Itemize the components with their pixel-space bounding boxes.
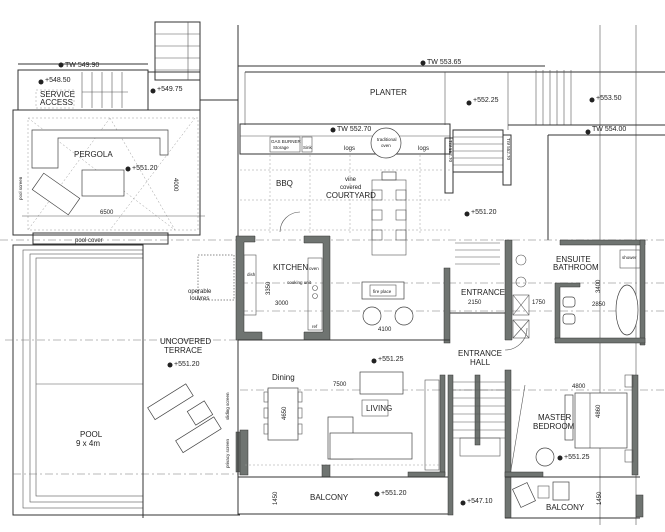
label-logs-left: logs (344, 146, 355, 152)
room-label-courtyard-3: COURTYARD (326, 191, 376, 200)
room-label-courtyard-2: covered (340, 185, 361, 191)
ensuite-bathroom (504, 239, 646, 346)
dim-bedroom-width: 4800 (572, 384, 586, 390)
fireplace (361, 281, 414, 326)
room-label-entrance-hall-2: HALL (470, 358, 491, 367)
level-552-25: +552.25 (473, 97, 499, 104)
room-label-kitchen: KITCHEN (273, 263, 308, 272)
room-label-pool-size: 9 x 4m (76, 439, 100, 448)
dim-bath-2850: 2850 (592, 302, 606, 308)
label-traditional-oven: traditional (377, 137, 397, 142)
level-tw-552-70: TW 552.70 (337, 126, 371, 133)
kitchen (235, 211, 331, 341)
room-label-ensuite-2: BATHROOM (553, 263, 599, 272)
room-label-pergola: PERGOLA (74, 150, 113, 159)
label-fire-place: fire place (373, 289, 392, 294)
label-logs-right: logs (418, 146, 429, 152)
room-label-balcony-left: BALCONY (310, 493, 349, 502)
label-oven: oven (309, 266, 319, 271)
note-privacy-screen: privacy screen (225, 438, 230, 468)
entrance (443, 242, 528, 351)
dim-balcony-right: 1450 (597, 491, 603, 505)
label-gas-burner-storage: Storage (273, 145, 289, 150)
level-548-50: +548.50 (45, 77, 71, 84)
level-terrace: +551.20 (174, 361, 200, 368)
room-label-uncovered-terrace-2: TERRACE (164, 346, 202, 355)
master-bedroom (504, 369, 639, 519)
dim-balcony-left: 1450 (273, 491, 279, 505)
dim-courtyard-width: 4100 (378, 327, 392, 333)
level-tw-553-65: TW 553.65 (427, 59, 461, 66)
dim-living-width: 7500 (333, 382, 347, 388)
pergola-area (12, 109, 205, 245)
label-cooking-unit: cooking unit (287, 280, 312, 285)
room-label-master-bedroom: MASTER (538, 413, 572, 422)
room-label-dining: Dining (272, 373, 295, 382)
courtyard-grid (240, 155, 450, 256)
label-ref: ref (312, 324, 318, 329)
courtyard-entry-stair (444, 129, 512, 194)
room-label-planter: PLANTER (370, 88, 407, 97)
dim-kitchen-width: 3000 (275, 301, 289, 307)
service-access-area (17, 63, 238, 111)
main-stair (447, 374, 505, 516)
operable-louvres (197, 254, 235, 301)
dim-bath-3400: 3400 (596, 279, 602, 293)
balconies (238, 476, 644, 519)
label-operable-louvres-2: louvres (190, 296, 209, 302)
room-label-pool: POOL (80, 430, 103, 439)
room-label-living: LIVING (366, 404, 392, 413)
level-tw-552-70-v1: TW 552.70 (448, 140, 453, 163)
dim-pergola-depth: 4000 (172, 178, 178, 192)
note-sliding-screen: sliding screen (225, 392, 230, 420)
label-gas-burner: GAS BURNER (271, 139, 302, 144)
label-shower: shower (622, 255, 637, 260)
pool-area (5, 244, 240, 518)
dim-bath-1750: 1750 (532, 300, 546, 306)
level-tw-554-00: TW 554.00 (592, 126, 626, 133)
top-stair (154, 21, 201, 81)
room-label-entrance-hall: ENTRANCE (458, 349, 502, 358)
level-balcony: +551.20 (381, 490, 407, 497)
label-traditional-oven-2: oven (381, 143, 391, 148)
label-dishwasher: dish (247, 272, 256, 277)
room-label-service-access-2: ACCESS (40, 98, 73, 107)
level-living: +551.25 (378, 356, 404, 363)
upper-right-stair (508, 70, 665, 240)
dim-bedroom-depth: 4860 (596, 404, 602, 418)
dim-entrance-width: 2150 (468, 300, 482, 306)
room-label-service-access: SERVICE (40, 90, 75, 99)
room-label-uncovered-terrace: UNCOVERED (160, 337, 211, 346)
room-label-bbq: BBQ (276, 179, 293, 188)
sun-loungers (147, 383, 222, 454)
level-547-10: +547.10 (467, 498, 493, 505)
level-bedroom: +551.25 (564, 454, 590, 461)
label-sink: Sink (303, 145, 313, 150)
room-label-ensuite: ENSUITE (556, 255, 591, 264)
label-operable-louvres: operable (188, 289, 212, 295)
room-label-entrance: ENTRANCE (461, 288, 505, 297)
level-tw-552-70-v2: TW 552.70 (506, 138, 511, 161)
dim-dining-depth: 4650 (282, 406, 288, 420)
planter-area (237, 25, 665, 525)
room-label-balcony-right: BALCONY (546, 503, 585, 512)
level-549-75: +549.75 (157, 86, 183, 93)
label-pool-cover: pool cover (75, 238, 103, 244)
bbq-counter (239, 123, 451, 159)
level-tw-549-90: TW 549.90 (65, 62, 99, 69)
level-553-50: +553.50 (596, 95, 622, 102)
room-label-master-bedroom-2: BEDROOM (533, 422, 575, 431)
dim-kitchen-depth: 3350 (266, 281, 272, 295)
level-551-20-entry: +551.20 (471, 209, 497, 216)
note-pool-screen: pool screen (18, 176, 23, 200)
level-pergola: +551.20 (132, 165, 158, 172)
dim-pergola-width: 6500 (100, 210, 114, 216)
room-label-courtyard-1: vine (345, 177, 357, 183)
living-dining (238, 339, 450, 478)
